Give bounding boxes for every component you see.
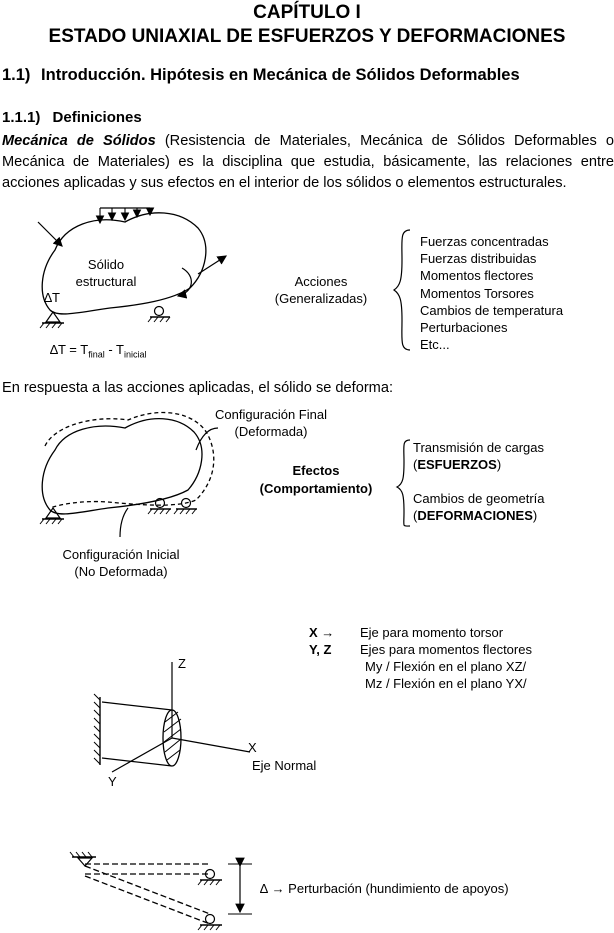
definition-text: (Resistencia de Materiales, Mecánica de … <box>2 133 614 191</box>
figure3-axes <box>93 662 251 773</box>
load-transmission-label: Transmisión de cargas <box>413 440 545 455</box>
x-axis-key: X → <box>309 625 335 640</box>
definition-paragraph: Mecánica de Sólidos (Resistencia de Mate… <box>2 131 614 194</box>
final-config-label-line2: (Deformada) <box>234 424 308 439</box>
stresses-label: (ESFUERZOS) <box>413 457 502 472</box>
actions-label-line1: Acciones <box>294 274 348 289</box>
initial-configuration-outline <box>41 417 203 515</box>
chapter-heading: CAPÍTULO I <box>253 2 361 23</box>
delta-t-label: ∆T <box>44 290 60 305</box>
yz-axis-key: Y, Z <box>309 642 332 657</box>
my-description: My / Flexión en el plano XZ/ <box>365 659 527 674</box>
x-axis-description: Eje para momento torsor <box>360 625 504 640</box>
effects-label-line1: Efectos <box>292 463 340 478</box>
section-title: Introducción. Hipótesis en Mecánica de S… <box>41 66 520 84</box>
actions-brace <box>392 229 411 351</box>
section-number: 1.1) <box>2 66 31 84</box>
actions-label-line2: (Generalizadas) <box>274 291 368 306</box>
action-item: Momentos flectores <box>420 268 534 283</box>
chapter-title: ESTADO UNIAXIAL DE ESFUERZOS Y DEFORMACI… <box>48 26 566 47</box>
mz-description: Mz / Flexión en el plano YX/ <box>365 676 527 691</box>
figure2-deformation <box>39 411 411 538</box>
subsection-heading: 1.1.1) Definiciones <box>2 109 142 126</box>
figure1-solid <box>37 207 411 351</box>
solid-label-line1: Sólido <box>87 257 125 272</box>
action-item: Fuerzas distribuidas <box>420 251 537 266</box>
axis-z-label: Z <box>178 656 186 671</box>
action-item: Etc... <box>420 337 450 352</box>
normal-axis-label: Eje Normal <box>252 758 317 773</box>
delta-t-formula: ∆T = Tfinal - Tinicial <box>50 342 147 360</box>
deformations-label: (DEFORMACIONES) <box>413 508 538 523</box>
action-item: Perturbaciones <box>420 320 508 335</box>
final-config-label-line1: Configuración Final <box>214 407 327 422</box>
section-heading: 1.1) Introducción. Hipótesis en Mecánica… <box>2 66 520 85</box>
subsection-number: 1.1.1) <box>2 109 41 126</box>
action-item: Momentos Torsores <box>420 286 534 301</box>
initial-config-label-line2: (No Deformada) <box>74 564 168 579</box>
subsection-title: Definiciones <box>52 109 142 126</box>
effects-brace <box>395 439 411 527</box>
response-sentence: En respuesta a las acciones aplicadas, e… <box>2 380 394 396</box>
action-item: Cambios de temperatura <box>420 303 564 318</box>
yz-axis-description: Ejes para momentos flectores <box>360 642 532 657</box>
solid-label-line2: estructural <box>75 274 137 289</box>
effects-label-line2: (Comportamiento) <box>259 481 373 496</box>
action-item: Fuerzas concentradas <box>420 234 549 249</box>
final-configuration-outline <box>44 411 215 509</box>
axis-y-label: Y <box>108 774 117 789</box>
definition-term: Mecánica de Sólidos <box>2 133 156 149</box>
initial-config-label-line1: Configuración Inicial <box>62 547 180 562</box>
figure4-perturbation <box>69 851 252 931</box>
perturbation-label: ∆ → Perturbación (hundimiento de apoyos) <box>260 881 509 896</box>
axis-x-label: X <box>248 740 257 755</box>
geometry-change-label: Cambios de geometría <box>413 491 545 506</box>
